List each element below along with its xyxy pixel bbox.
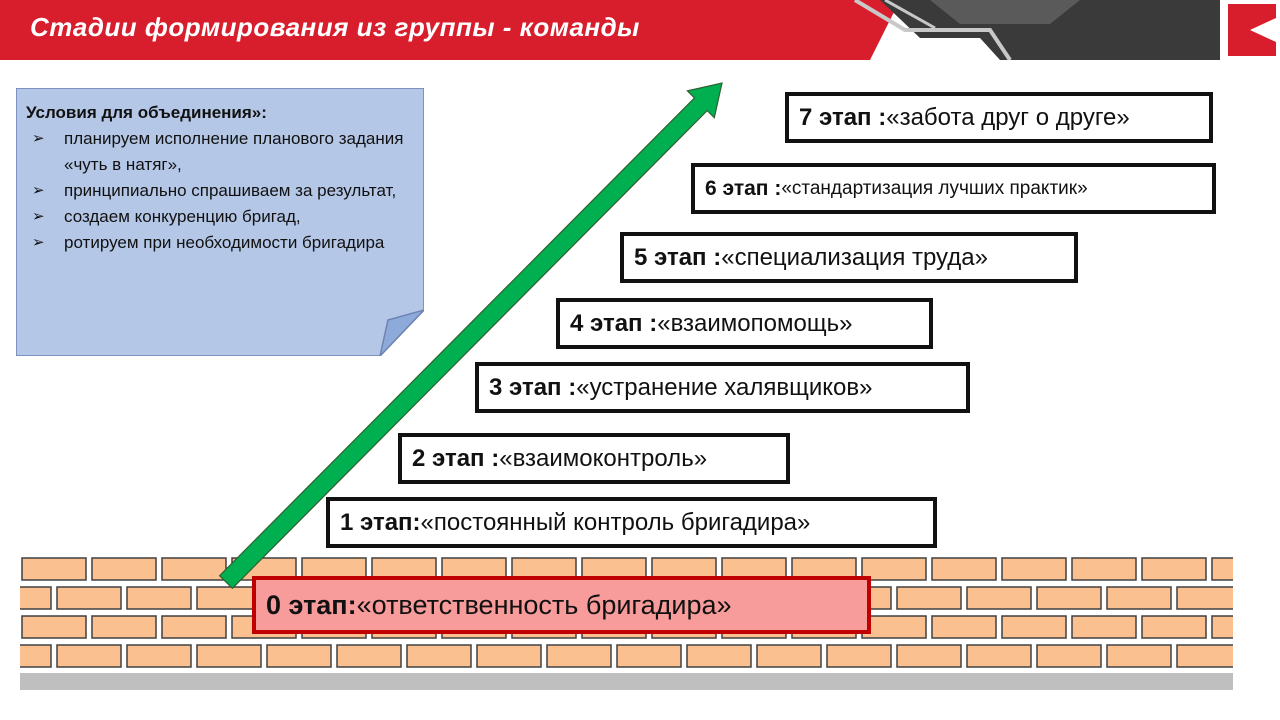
brick (1141, 557, 1207, 581)
brick (126, 644, 192, 668)
arrow-bullet-icon: ➢ (32, 182, 45, 199)
stage-7-box: 7 этап : «забота друг о друге» (785, 92, 1213, 143)
arrow-bullet-icon: ➢ (32, 130, 45, 147)
stage-2-box: 2 этап : «взаимоконтроль» (398, 433, 790, 484)
header-bar: Стадии формирования из группы - команды (0, 0, 1280, 60)
brick (1001, 557, 1067, 581)
brick (966, 586, 1032, 610)
brick (1036, 644, 1102, 668)
stage-description: «специализация труда» (721, 243, 988, 271)
brick (336, 644, 402, 668)
brick (1071, 615, 1137, 639)
note-item-text: создаем конкуренцию бригад, (64, 207, 301, 226)
note-item-text: планируем исполнение планового задания «… (64, 129, 404, 174)
brick (56, 644, 122, 668)
brick (1176, 586, 1233, 610)
stage-number: 0 этап: (266, 589, 357, 620)
brick (861, 615, 927, 639)
brick (1176, 644, 1233, 668)
arrow-bullet-icon: ➢ (32, 208, 45, 225)
brick (161, 615, 227, 639)
stage-number: 1 этап: (340, 508, 421, 536)
stage-0-box: 0 этап: «ответственность бригадира» (252, 576, 871, 634)
stage-number: 3 этап : (489, 373, 577, 401)
logo-mark (1228, 4, 1276, 56)
stage-description: «ответственность бригадира» (356, 589, 732, 620)
stage-3-box: 3 этап : «устранение халявщиков» (475, 362, 970, 413)
brick (546, 644, 612, 668)
brick (1141, 615, 1207, 639)
brick (21, 615, 87, 639)
brick (616, 644, 682, 668)
brick (686, 644, 752, 668)
brick (20, 644, 52, 668)
stage-description: «взаимопомощь» (657, 309, 853, 337)
brick (861, 557, 927, 581)
stage-description: «взаимоконтроль» (499, 444, 708, 472)
conditions-note: Условия для объединения»: ➢ планируем исп… (16, 88, 424, 356)
brick (826, 644, 892, 668)
stage-6-box: 6 этап : «стандартизация лучших практик» (691, 163, 1216, 214)
stage-number: 6 этап : (705, 176, 782, 200)
brick (931, 557, 997, 581)
brick (1036, 586, 1102, 610)
brick (56, 586, 122, 610)
growth-arrow-icon (218, 82, 723, 590)
brick (896, 586, 962, 610)
stage-description: «стандартизация лучших практик» (781, 177, 1088, 199)
stage-1-box: 1 этап: «постоянный контроль бригадира» (326, 497, 937, 548)
stage-description: «постоянный контроль бригадира» (420, 508, 811, 536)
stage-5-box: 5 этап : «специализация труда» (620, 232, 1078, 283)
brick (756, 644, 822, 668)
note-item-text: принципиально спрашиваем за результат, (64, 181, 397, 200)
note-shape (16, 88, 424, 356)
brick (1211, 557, 1233, 581)
header-background (0, 0, 1280, 60)
stage-description: «устранение халявщиков» (576, 373, 873, 401)
stage-number: 5 этап : (634, 243, 722, 271)
arrow-bullet-icon: ➢ (32, 234, 45, 251)
ground-strip (20, 673, 1233, 690)
stage-description: «забота друг о друге» (886, 103, 1130, 131)
note-item-text: ротируем при необходимости бригадира (64, 233, 385, 252)
brick (931, 615, 997, 639)
brick (1211, 615, 1233, 639)
stage-number: 4 этап : (570, 309, 658, 337)
brick (126, 586, 192, 610)
brick (1106, 586, 1172, 610)
brick (266, 644, 332, 668)
stage-number: 7 этап : (799, 103, 887, 131)
slide-title: Стадии формирования из группы - команды (30, 12, 640, 42)
brick (20, 586, 52, 610)
brick (406, 644, 472, 668)
brick (966, 644, 1032, 668)
note-item: ➢ принципиально спрашиваем за результат, (26, 178, 421, 204)
brick (896, 644, 962, 668)
brick (1001, 615, 1067, 639)
note-item: ➢ планируем исполнение планового задания … (26, 126, 421, 178)
note-item: ➢ ротируем при необходимости бригадира (26, 230, 421, 256)
brick (21, 557, 87, 581)
brick (91, 615, 157, 639)
brick (161, 557, 227, 581)
stage-4-box: 4 этап : «взаимопомощь» (556, 298, 933, 349)
brick (1106, 644, 1172, 668)
brick (91, 557, 157, 581)
stage-number: 2 этап : (412, 444, 500, 472)
brick (476, 644, 542, 668)
brick (196, 644, 262, 668)
note-item: ➢ создаем конкуренцию бригад, (26, 204, 421, 230)
brick (1071, 557, 1137, 581)
note-title: Условия для объединения»: (26, 103, 267, 122)
